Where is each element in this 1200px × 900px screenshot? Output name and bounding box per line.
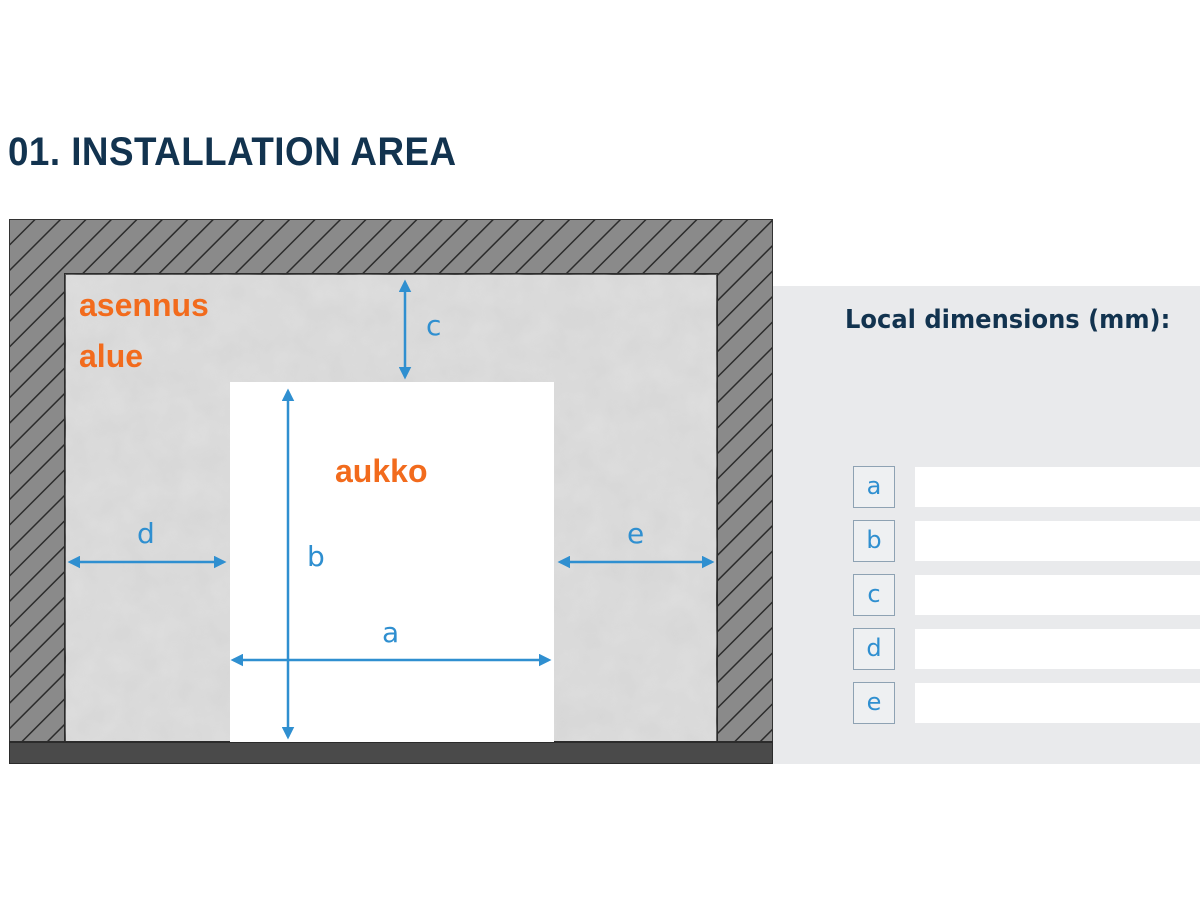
dimension-input-a[interactable] [915, 467, 1200, 507]
dimension-input-e[interactable] [915, 683, 1200, 723]
dimension-input-c[interactable] [915, 575, 1200, 615]
installation-diagram: asennus alue aukko c b a d e [9, 219, 773, 764]
dimension-label-e: e [627, 517, 644, 550]
dimension-label-d: d [137, 517, 155, 550]
dimension-row-b: b [853, 520, 1200, 562]
dimension-row-a: a [853, 466, 1200, 508]
dimension-row-c: c [853, 574, 1200, 616]
dimension-label-c: c [426, 309, 441, 342]
panel-title: Local dimensions (mm): [845, 305, 1171, 335]
page-title: 01. INSTALLATION AREA [8, 130, 457, 174]
dimension-label-a: a [382, 616, 399, 649]
dimension-key-e: e [853, 682, 895, 724]
dimension-key-b: b [853, 520, 895, 562]
dimension-key-a: a [853, 466, 895, 508]
area-label-line2: alue [79, 338, 143, 374]
floor-strip [9, 741, 773, 764]
dimension-input-d[interactable] [915, 629, 1200, 669]
opening-label: aukko [335, 453, 427, 489]
opening [230, 382, 554, 742]
dimension-row-d: d [853, 628, 1200, 670]
dimension-row-e: e [853, 682, 1200, 724]
dimension-key-c: c [853, 574, 895, 616]
dimension-label-b: b [307, 540, 325, 573]
dimension-input-b[interactable] [915, 521, 1200, 561]
dimension-key-d: d [853, 628, 895, 670]
area-label-line1: asennus [79, 287, 209, 323]
